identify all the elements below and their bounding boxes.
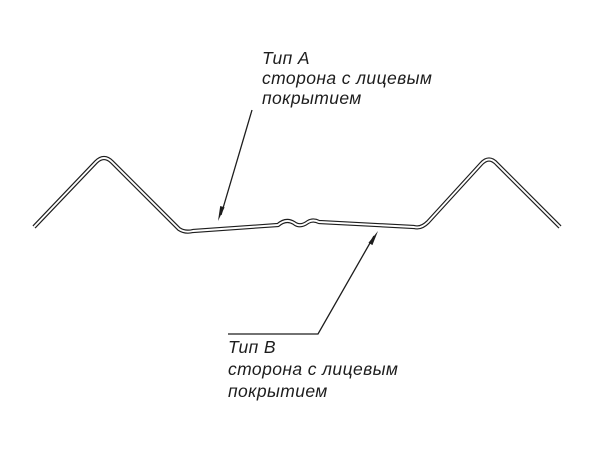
label-type-b-line1: сторона с лицевым bbox=[228, 359, 398, 379]
label-type-b-title: Тип В bbox=[228, 337, 276, 357]
leader-line-type-b bbox=[228, 235, 375, 335]
label-type-a-line2: покрытием bbox=[262, 88, 362, 108]
profile-outline-outer bbox=[32, 155, 562, 234]
label-type-a-line1: сторона с лицевым bbox=[262, 68, 432, 88]
label-type-a-title: Тип А bbox=[262, 48, 310, 68]
arrowhead-type-a bbox=[218, 206, 225, 221]
sheet-profile bbox=[32, 155, 562, 234]
label-type-a: Тип А сторона с лицевым покрытием bbox=[262, 48, 432, 108]
leader-type-a bbox=[218, 109, 253, 221]
leader-type-b bbox=[228, 231, 378, 335]
arrowhead-type-b bbox=[368, 231, 378, 246]
label-type-b-line2: покрытием bbox=[228, 381, 328, 401]
profile-outline-inner bbox=[33, 157, 561, 233]
leader-line-type-a bbox=[220, 109, 253, 216]
label-type-b: Тип В сторона с лицевым покрытием bbox=[228, 337, 398, 401]
